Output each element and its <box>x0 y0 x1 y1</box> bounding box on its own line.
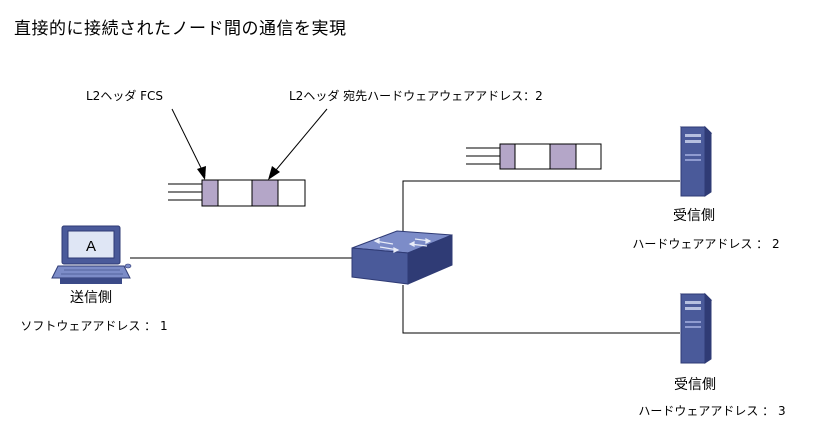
network-switch-icon <box>351 230 453 285</box>
sender-name: 送信側 <box>70 290 112 306</box>
frame-tail-cell <box>277 179 306 207</box>
receiver1-name: 受信側 <box>673 208 715 224</box>
sender-address: ソフトウェアアドレス ： 1 <box>20 319 168 333</box>
link-switch-receiver2 <box>402 285 680 334</box>
frame-payload-cell <box>217 179 253 207</box>
desktop-computer-icon <box>51 225 132 284</box>
dest-pointer-arrow <box>268 108 328 180</box>
receiver1-address: ハードウェアアドレス ： 2 <box>632 237 780 251</box>
fcs-header-label: L2ヘッダ FCS <box>86 89 164 103</box>
page-title: 直接的に接続されたノード間の通信を実現 <box>14 19 347 39</box>
sender-screen-letter: A <box>86 238 96 255</box>
fcs-pointer-arrow <box>171 108 206 180</box>
receiver2-address: ハードウェアアドレス ： 3 <box>638 404 786 418</box>
server-tower-icon <box>679 125 713 197</box>
link-switch-receiver1 <box>402 180 680 232</box>
frame-fcs-cell <box>201 179 219 207</box>
frame-header-cell <box>251 179 279 207</box>
frame-near-sender <box>168 179 306 207</box>
dest-header-label: L2ヘッダ 宛先ハードウェアウェアアドレス：2 <box>289 89 543 103</box>
frame-near-receiver <box>466 143 602 170</box>
receiver2-name: 受信側 <box>674 377 716 393</box>
server-tower-icon <box>679 292 713 364</box>
